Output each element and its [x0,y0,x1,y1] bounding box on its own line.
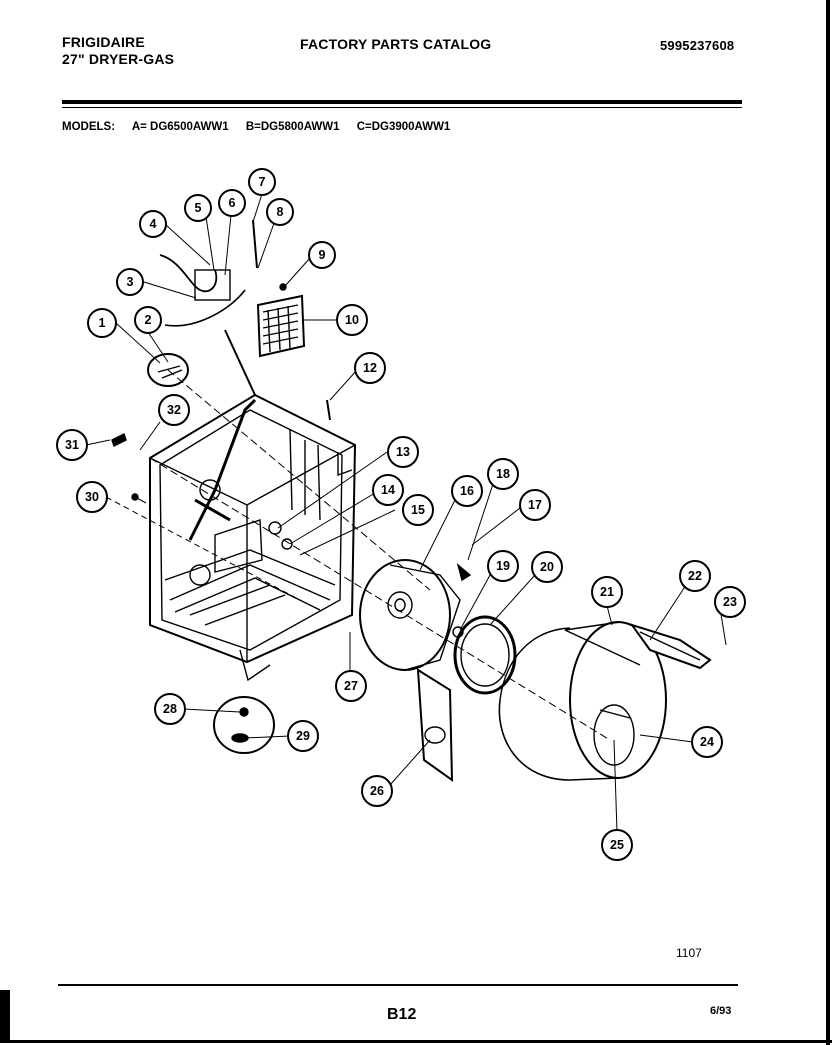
svg-text:1: 1 [99,316,106,330]
svg-text:25: 25 [610,838,624,852]
brand-name: FRIGIDAIRE [62,34,145,50]
svg-text:9: 9 [319,248,326,262]
callout-25: 25 [601,829,633,861]
scan-edge-left [0,990,10,1040]
svg-text:27: 27 [344,679,358,693]
svg-text:16: 16 [460,484,474,498]
callout-3: 3 [116,268,144,296]
svg-text:5: 5 [195,201,202,215]
models-row: MODELS: A= DG6500AWW1 B=DG5800AWW1 C=DG3… [62,121,464,133]
lint-duct-drawing [416,668,454,782]
svg-text:22: 22 [688,569,702,583]
callout-20: 20 [531,551,563,583]
callout-24: 24 [691,726,723,758]
svg-text:28: 28 [163,702,177,716]
callout-26: 26 [361,775,393,807]
callout-16: 16 [451,475,483,507]
callout-9: 9 [308,241,336,269]
callout-28: 28 [154,693,186,725]
callout-27: 27 [335,670,367,702]
header-rule [62,100,742,104]
svg-text:31: 31 [65,438,79,452]
cabinet-drawing [149,393,357,682]
callout-31: 31 [56,429,88,461]
callout-numbers: 1 2 3 4 5 6 7 8 9 10 12 13 14 15 16 18 1… [56,168,746,861]
front-bulkhead-drawing [359,559,461,671]
svg-text:24: 24 [700,735,714,749]
svg-text:21: 21 [600,585,614,599]
svg-text:17: 17 [528,498,542,512]
lint-screen-drawing [256,294,306,358]
callout-14: 14 [372,474,404,506]
control-parts-drawing [159,254,256,396]
svg-text:32: 32 [167,403,181,417]
callout-22: 22 [679,560,711,592]
svg-text:4: 4 [150,217,157,231]
svg-text:26: 26 [370,784,384,798]
callout-29: 29 [287,720,319,752]
svg-text:10: 10 [345,313,359,327]
svg-text:18: 18 [496,467,510,481]
scan-edge-right [826,0,830,1045]
svg-text:7: 7 [259,175,266,189]
svg-text:30: 30 [85,490,99,504]
header-rule-thin [62,107,742,108]
svg-text:13: 13 [396,445,410,459]
svg-text:20: 20 [540,560,554,574]
callout-10: 10 [336,304,368,336]
callout-1: 1 [87,308,117,338]
callout-2: 2 [134,306,162,334]
svg-text:23: 23 [723,595,737,609]
svg-text:3: 3 [127,275,134,289]
svg-text:15: 15 [411,503,425,517]
callout-30: 30 [76,481,108,513]
model-b: B=DG5800AWW1 [245,121,340,133]
callout-17: 17 [519,489,551,521]
callout-23: 23 [714,586,746,618]
drum-drawing [498,621,667,781]
scan-edge-bottom [0,1040,832,1043]
models-label: MODELS: [62,121,116,133]
footer-rule [58,984,738,986]
catalog-number: 5995237608 [660,38,735,53]
callout-19: 19 [487,550,519,582]
callout-13: 13 [387,436,419,468]
revision-date: 6/93 [710,1005,732,1017]
svg-text:6: 6 [229,196,236,210]
page-number: B12 [387,1006,417,1023]
model-a: A= DG6500AWW1 [131,121,229,133]
callout-15: 15 [402,494,434,526]
callout-4: 4 [139,210,167,238]
svg-text:12: 12 [363,361,377,375]
product-line: 27" DRYER-GAS [62,51,175,67]
svg-text:29: 29 [296,729,310,743]
callout-12: 12 [354,352,386,384]
svg-text:2: 2 [145,313,152,327]
callout-6: 6 [218,189,246,217]
model-c: C=DG3900AWW1 [356,121,451,133]
svg-text:19: 19 [496,559,510,573]
catalog-title: FACTORY PARTS CATALOG [300,36,492,52]
svg-text:8: 8 [277,205,284,219]
callout-5: 5 [184,194,212,222]
callout-21: 21 [591,576,623,608]
svg-text:14: 14 [381,483,395,497]
callout-32: 32 [158,394,190,426]
callout-8: 8 [266,198,294,226]
callout-18: 18 [487,458,519,490]
belt-drawing [629,623,712,670]
figure-code: 1107 [676,946,702,960]
callout-7: 7 [248,168,276,196]
